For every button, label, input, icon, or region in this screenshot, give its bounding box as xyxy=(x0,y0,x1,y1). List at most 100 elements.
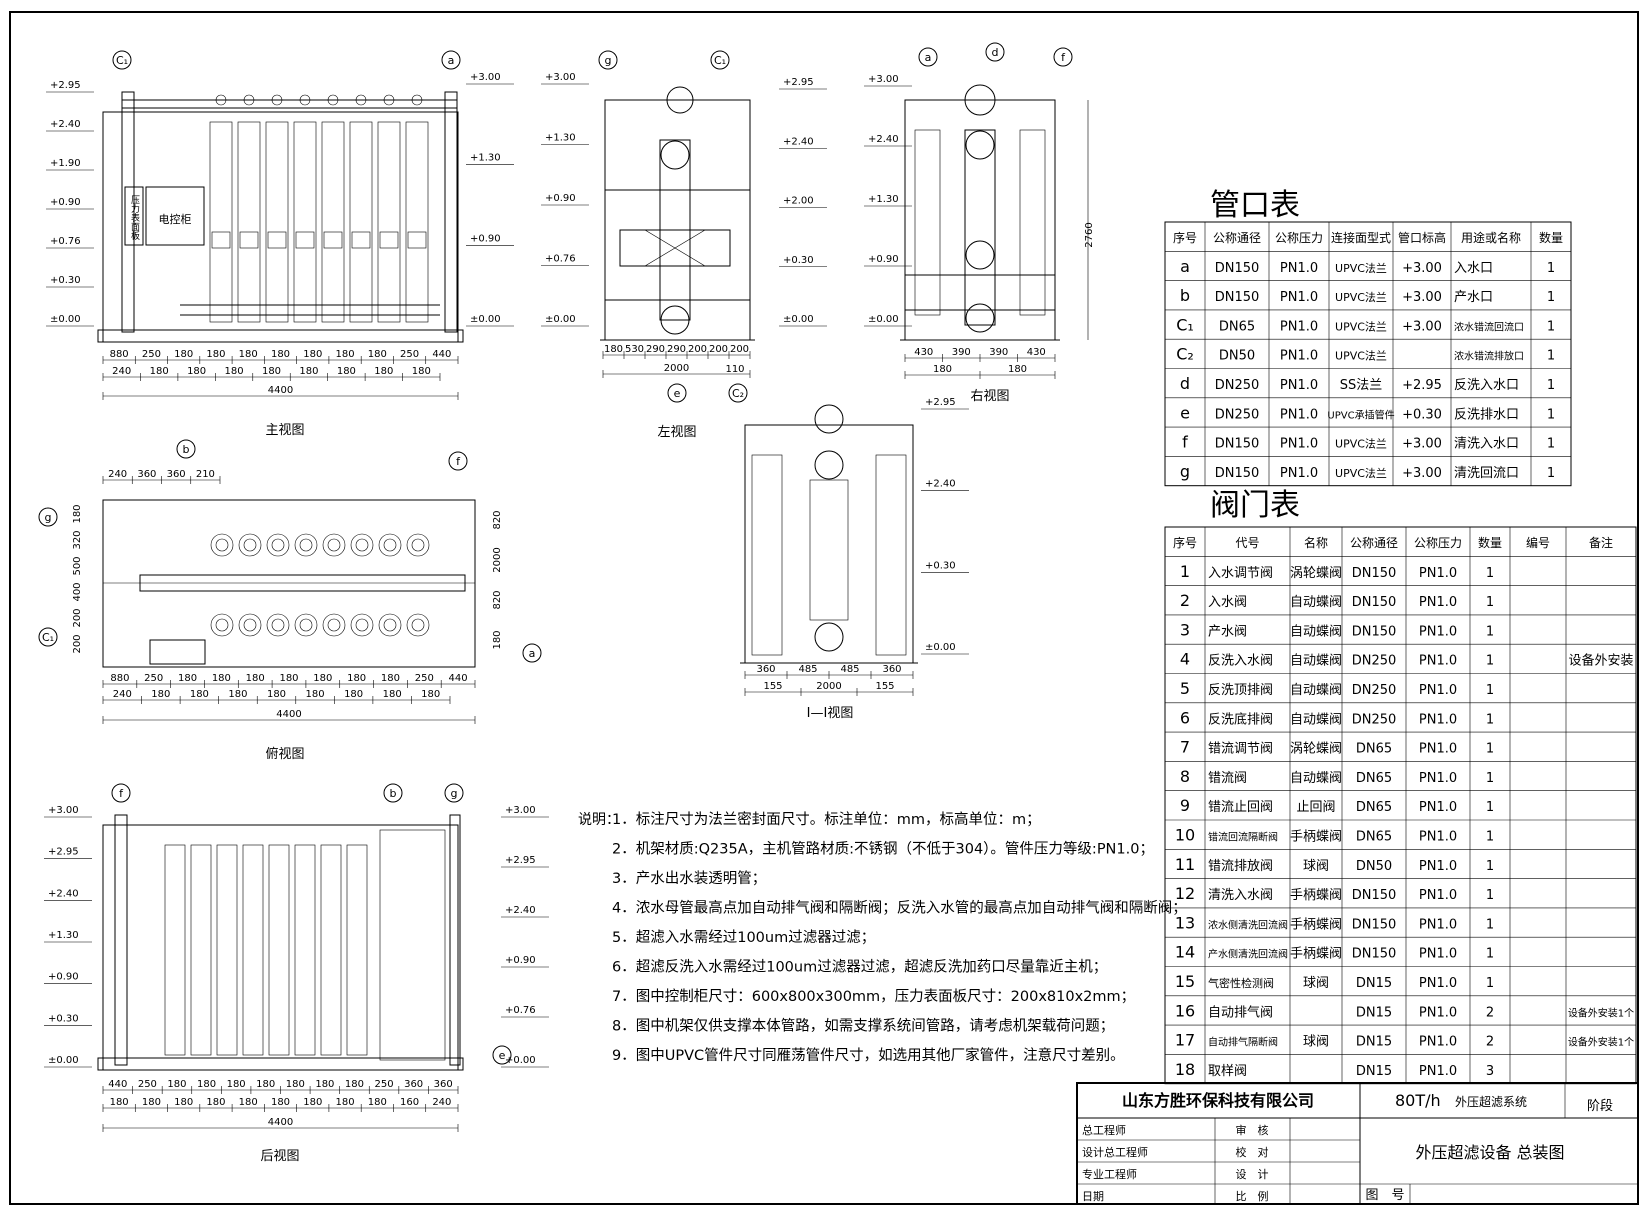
section-dimension-sub: 2000 xyxy=(816,681,841,692)
top-dimension-top: 360 xyxy=(167,469,186,480)
nozzle-cell: DN250 xyxy=(1215,407,1260,422)
valve-cell: PN1.0 xyxy=(1419,1005,1457,1020)
control-cabinet-label: 电控柜 xyxy=(159,212,192,226)
nozzle-cell: UPVC法兰 xyxy=(1335,261,1387,275)
valve-header: 编号 xyxy=(1526,535,1550,550)
nozzle-marker xyxy=(441,50,461,70)
valve-cell: 自动蝶阀 xyxy=(1290,771,1342,786)
nozzle-marker xyxy=(38,627,58,647)
module-band xyxy=(323,231,343,249)
front-dimension-sub: 180 xyxy=(412,366,431,377)
left-elevation-left: +0.90 xyxy=(545,193,576,204)
module-top-inner xyxy=(411,618,425,632)
nozzle-cell: b xyxy=(1180,286,1190,305)
valve-cell: 自动排气阀 xyxy=(1208,1004,1273,1020)
front-dimension: 180 xyxy=(368,349,387,360)
module-top-inner xyxy=(271,538,285,552)
nozzle-cell: 浓水错流排放口 xyxy=(1454,350,1524,363)
valve-cell: 2 xyxy=(1486,1035,1494,1050)
valve-cell: 错流调节阀 xyxy=(1208,742,1273,757)
front-elevation-right: +3.00 xyxy=(470,72,501,83)
valve-cell: PN1.0 xyxy=(1419,771,1457,786)
back-dimension: 440 xyxy=(108,1079,127,1090)
nozzle-marker-label: a xyxy=(529,647,536,660)
nozzle-cell: 1 xyxy=(1547,261,1555,276)
valve-cell: PN1.0 xyxy=(1419,859,1457,874)
front-elevation-left: +2.95 xyxy=(50,80,81,91)
top-dimension-left: 400 xyxy=(72,582,83,601)
nozzle-marker xyxy=(598,50,618,70)
nozzle-cell: UPVC法兰 xyxy=(1335,349,1387,363)
back-elevation-left: +2.95 xyxy=(48,847,79,858)
section-elevation: ±0.00 xyxy=(925,642,956,653)
note-item: 3．产水出水装透明管； xyxy=(612,870,766,887)
left-dimension-sub: 110 xyxy=(725,364,744,375)
valve-cell: DN65 xyxy=(1356,742,1392,757)
nozzle-marker-label: C₁ xyxy=(714,54,726,67)
nozzle-cell: DN65 xyxy=(1219,319,1255,334)
front-elevation-right: +0.90 xyxy=(470,233,501,244)
project-subtitle: 外压超滤系统 xyxy=(1455,1094,1527,1109)
back-dimension-sub: 180 xyxy=(271,1097,290,1108)
valve-cell: 1 xyxy=(1486,976,1494,991)
valve-cell: 3 xyxy=(1486,1064,1494,1079)
nozzle-cell: DN150 xyxy=(1215,437,1260,452)
nozzle-marker-label: C₁ xyxy=(42,631,54,644)
nozzle-cell: 1 xyxy=(1547,437,1555,452)
top-dimension: 180 xyxy=(178,673,197,684)
valve-cell: 1 xyxy=(1486,654,1494,669)
top-dimension: 880 xyxy=(110,673,129,684)
nozzle-marker xyxy=(522,643,542,663)
section-dimension: 360 xyxy=(882,664,901,675)
nozzle-header: 连接面型式 xyxy=(1331,230,1391,245)
nozzle-marker-label: b xyxy=(390,787,397,800)
section-dimension: 360 xyxy=(756,664,775,675)
nozzle-cell: UPVC法兰 xyxy=(1335,466,1387,480)
front-dimension-sub: 180 xyxy=(262,366,281,377)
right-dimension-sub: 180 xyxy=(1008,364,1027,375)
valve-cell: DN65 xyxy=(1356,771,1392,786)
nozzle-header: 公称压力 xyxy=(1275,231,1323,245)
valve-cell: 8 xyxy=(1180,767,1190,786)
nozzle-cell: +3.00 xyxy=(1402,466,1442,481)
project-capacity: 80T/h xyxy=(1395,1091,1441,1110)
module-top xyxy=(322,613,346,637)
back-elevation-left: +1.30 xyxy=(48,930,79,941)
valve-cell: DN150 xyxy=(1352,917,1397,932)
back-dimension-sub: 180 xyxy=(303,1097,322,1108)
nozzle-cell: +3.00 xyxy=(1402,319,1442,334)
valve-cell: 设备外安装 xyxy=(1568,653,1633,669)
module-top-inner xyxy=(271,618,285,632)
back-elevation-left: ±0.00 xyxy=(48,1055,79,1066)
top-dimension-left: 200 xyxy=(72,608,83,627)
valve-cell: 手柄蝶阀 xyxy=(1290,917,1342,932)
note-item: 4．浓水母管最高点加自动排气阀和隔断阀；反洗入水管的最高点加自动排气阀和隔断阀； xyxy=(612,900,1187,917)
module-top-inner xyxy=(327,618,341,632)
nozzle-cell: 清洗回流口 xyxy=(1454,466,1519,481)
nozzle-cell: UPVC承插管件 xyxy=(1327,408,1394,421)
role-left: 设计总工程师 xyxy=(1082,1145,1148,1159)
role-mid: 设 计 xyxy=(1236,1168,1269,1181)
nozzle-marker xyxy=(112,50,132,70)
uf-module xyxy=(209,121,233,323)
valve-cell: 清洗入水阀 xyxy=(1208,888,1273,903)
nozzle-header: 数量 xyxy=(1539,230,1563,245)
nozzle-marker-label: e xyxy=(499,1049,506,1062)
right-dimension: 430 xyxy=(1027,347,1046,358)
top-view: 俯视图 xyxy=(102,499,476,762)
role-left: 日期 xyxy=(1082,1190,1104,1203)
top-dimension: 180 xyxy=(212,673,231,684)
front-dimension-sub: 180 xyxy=(374,366,393,377)
valve-cell: 1 xyxy=(1486,595,1494,610)
nozzle-cell: 反洗入水口 xyxy=(1454,378,1519,393)
top-dimension: 180 xyxy=(313,673,332,684)
nozzle-cell: PN1.0 xyxy=(1280,378,1318,393)
module-band xyxy=(295,231,315,249)
valve-cell: 16 xyxy=(1175,1001,1195,1020)
module-top xyxy=(210,613,234,637)
module-top xyxy=(210,533,234,557)
nozzle-cell: UPVC法兰 xyxy=(1335,437,1387,451)
nozzle-header: 用途或名称 xyxy=(1461,230,1521,245)
left-dimension: 530 xyxy=(625,344,644,355)
